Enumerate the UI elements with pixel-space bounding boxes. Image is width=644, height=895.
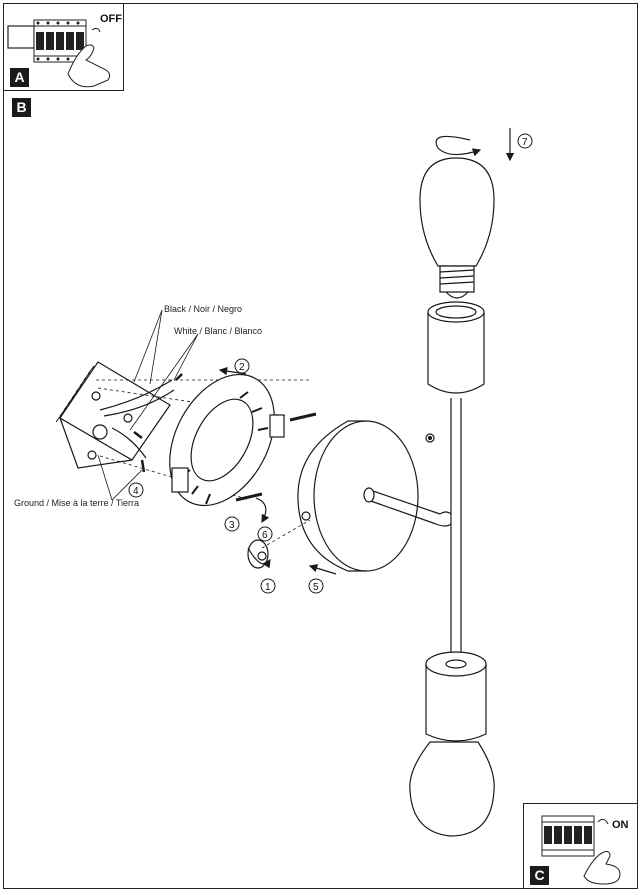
lower-socket [425, 651, 487, 742]
step-2: 2 [234, 358, 250, 374]
panel-b-tag: B [12, 98, 31, 117]
mounting-screw [235, 412, 317, 502]
page-frame [3, 3, 638, 889]
step-4: 4 [128, 482, 144, 498]
panel-a-tag: A [10, 68, 29, 87]
step-5: 5 [308, 578, 324, 594]
canopy [297, 420, 419, 572]
black-wire-label: Black / Noir / Negro [164, 304, 242, 314]
set-screw-icon [425, 433, 435, 443]
step-6: 6 [257, 526, 273, 542]
breaker-panel-icon [541, 815, 595, 857]
hand-icon [583, 851, 621, 885]
step-7: 7 [517, 133, 533, 149]
svg-text:7: 7 [522, 137, 528, 148]
rotate-arrow-icon [91, 27, 101, 33]
white-wire-label: White / Blanc / Blanco [174, 326, 262, 336]
mounting-plate [169, 373, 285, 507]
wires [99, 373, 183, 473]
breaker-on-illustration: ON [541, 815, 629, 885]
switch-on-label: ON [612, 819, 629, 831]
ground-screw [247, 539, 269, 569]
svg-text:2: 2 [239, 362, 245, 373]
switch-off-label: OFF [100, 13, 122, 25]
panel-c: ON C [523, 803, 638, 889]
svg-text:5: 5 [313, 582, 319, 593]
svg-text:6: 6 [262, 530, 268, 541]
panel-a: OFF A [3, 3, 124, 91]
step-1: 1 [260, 578, 276, 594]
step-3: 3 [224, 516, 240, 532]
svg-text:4: 4 [133, 486, 139, 497]
lower-bulb [409, 741, 495, 837]
breaker-off-illustration: OFF [7, 13, 122, 88]
junction-box [55, 361, 171, 469]
wire-label-leaders [97, 309, 199, 501]
svg-text:3: 3 [229, 520, 235, 531]
upper-bulb [419, 157, 495, 299]
fixture-arm [363, 398, 462, 652]
step-markers: 1 2 3 4 5 6 7 [128, 133, 533, 594]
upper-socket [427, 301, 485, 394]
panel-c-tag: C [530, 866, 549, 885]
rotate-arrow-icon [597, 818, 609, 825]
hand-icon [67, 44, 111, 88]
svg-text:1: 1 [265, 582, 271, 593]
ground-wire-label: Ground / Mise à la terre / Tierra [14, 498, 139, 508]
